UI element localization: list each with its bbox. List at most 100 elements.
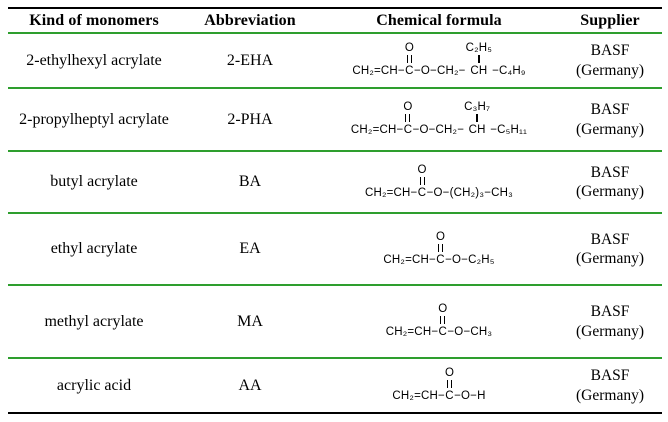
chain-atom: CH bbox=[470, 65, 488, 77]
chain-atom: C bbox=[436, 253, 445, 266]
supplier: BASF(Germany) bbox=[558, 40, 662, 81]
abbreviation: 2-EHA bbox=[226, 51, 274, 69]
monomer-name: butyl acrylate bbox=[50, 173, 138, 191]
supplier-line: BASF bbox=[590, 101, 630, 119]
branch-label: O bbox=[435, 230, 446, 243]
branch-label: C₃H₇ bbox=[464, 101, 491, 113]
double-bond-icon bbox=[440, 316, 446, 324]
chain-segment: CH₂=CH− bbox=[352, 65, 405, 77]
branch-label: O bbox=[404, 42, 414, 54]
branch-label: O bbox=[444, 367, 455, 379]
chain-segment: −O−(CH₂)₃−CH₃ bbox=[426, 186, 514, 199]
chain-atom: C bbox=[403, 124, 413, 136]
double-bond-icon bbox=[447, 380, 453, 388]
single-bond-icon bbox=[478, 55, 480, 63]
header-chemical-formula: Chemical formula bbox=[376, 11, 502, 29]
chain-segment: CH₂=CH− bbox=[350, 124, 404, 136]
chain-segment: −C₄H₉ bbox=[492, 65, 526, 77]
branch-label: C₂H₅ bbox=[465, 42, 493, 54]
supplier-line: (Germany) bbox=[576, 322, 644, 340]
supplier-line: (Germany) bbox=[576, 120, 644, 138]
chain-segment: −O−H bbox=[454, 390, 486, 402]
double-bond-icon bbox=[405, 114, 411, 122]
monomer-name: ethyl acrylate bbox=[50, 240, 138, 258]
supplier-line: BASF bbox=[590, 303, 630, 321]
supplier-line: BASF bbox=[590, 42, 630, 60]
double-bond-icon bbox=[406, 55, 412, 63]
single-bond-icon bbox=[476, 114, 478, 122]
header-abbreviation: Abbreviation bbox=[204, 11, 296, 29]
supplier-line: (Germany) bbox=[576, 61, 644, 79]
chain-atom: C bbox=[445, 390, 454, 402]
chain-segment: CH₂=CH− bbox=[364, 186, 418, 199]
branch-label: O bbox=[403, 101, 413, 113]
chain-segment: −O−CH₂− bbox=[412, 124, 465, 136]
supplier: BASF (Germany) bbox=[558, 229, 662, 270]
monomer-name: 2-propylheptyl acrylate bbox=[19, 110, 169, 128]
abbreviation: 2-PHA bbox=[227, 110, 273, 128]
abbreviation: AA bbox=[238, 376, 262, 394]
chain-segment: CH₂=CH− bbox=[392, 390, 445, 402]
table-header-row: Kind of monomers Abbreviation Chemical f… bbox=[8, 9, 662, 34]
supplier-line: BASF bbox=[590, 367, 630, 385]
abbreviation: BA bbox=[238, 173, 262, 191]
supplier-line: (Germany) bbox=[576, 183, 644, 200]
monomer-name: methyl acrylate bbox=[44, 312, 144, 330]
chain-segment: CH₂=CH− bbox=[383, 253, 436, 266]
formula-branch: C₃H₇ CH bbox=[464, 101, 490, 138]
chain-atom: C bbox=[405, 65, 414, 77]
double-bond-icon bbox=[438, 243, 444, 252]
chain-atom: CH bbox=[468, 124, 486, 136]
branch-label: O bbox=[417, 163, 427, 176]
header-supplier: Supplier bbox=[580, 11, 640, 29]
supplier: BASF(Germany) bbox=[558, 99, 662, 140]
abbreviation: EA bbox=[239, 240, 261, 258]
chain-segment: −O−CH₃ bbox=[447, 326, 493, 338]
chain-segment: CH₂=CH− bbox=[385, 326, 439, 338]
formula-branch: C₂H₅ CH bbox=[466, 42, 493, 79]
monomer-name: acrylic acid bbox=[56, 376, 132, 394]
chain-segment: −O−CH₂− bbox=[413, 65, 466, 77]
chain-segment: −O−C₂H₅ bbox=[445, 253, 495, 266]
monomer-name: 2-ethylhexyl acrylate bbox=[26, 51, 162, 69]
supplier: BASF(Germany) bbox=[558, 365, 662, 406]
double-bond-icon bbox=[419, 176, 425, 185]
chain-atom: C bbox=[417, 186, 427, 199]
supplier-line: BASF bbox=[590, 230, 630, 248]
branch-label: O bbox=[438, 303, 448, 315]
abbreviation: MA bbox=[237, 312, 263, 330]
chain-segment: −C₅H₁₁ bbox=[490, 124, 528, 136]
supplier: BASF(Germany) bbox=[558, 301, 662, 342]
supplier-line: BASF bbox=[590, 163, 630, 181]
chain-atom: C bbox=[438, 326, 448, 338]
monomers-table: Kind of monomers Abbreviation Chemical f… bbox=[8, 7, 662, 414]
header-kind-of-monomers: Kind of monomers bbox=[29, 11, 159, 29]
supplier-line: (Germany) bbox=[576, 386, 644, 404]
supplier-line: (Germany) bbox=[576, 250, 644, 267]
supplier: BASF (Germany) bbox=[558, 162, 662, 203]
